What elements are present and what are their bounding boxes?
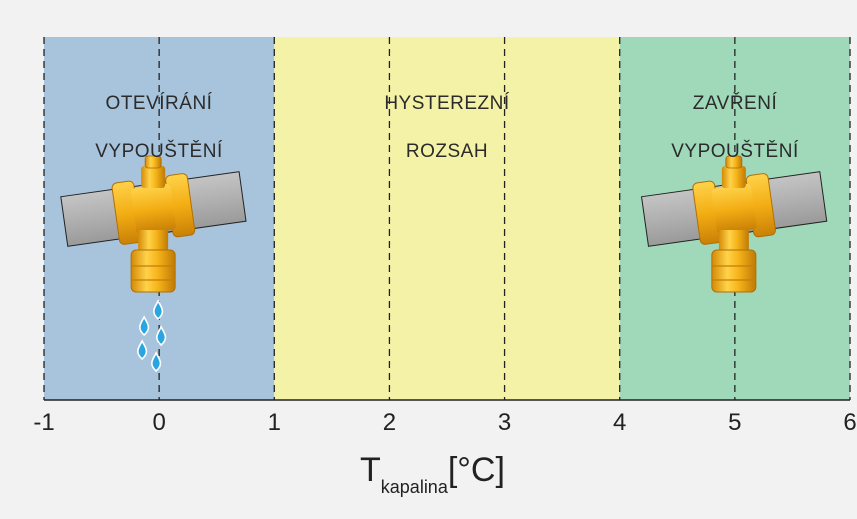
zone-label-hysteresis-line2: ROZSAH [405, 141, 489, 162]
valve-outlet-shape [130, 249, 176, 293]
valve-cap-shape [725, 155, 743, 169]
tick-label: 5 [728, 409, 742, 436]
water-droplets-icon [137, 299, 167, 373]
x-axis-title-subscript: kapalina [380, 477, 448, 497]
valve-body-shape [130, 183, 176, 235]
tick-label: 3 [497, 409, 512, 436]
zone-label-closing-line2: VYPOUŠTĚNÍ [671, 141, 799, 162]
valve-cap-shape [144, 155, 162, 169]
water-drop-shape [151, 351, 162, 373]
zone-label-closing-line1: ZAVŘENÍ [692, 93, 778, 114]
zone-label-hysteresis-line1: HYSTEREZNÍ [384, 93, 510, 114]
valve-stem-shape [721, 166, 746, 188]
zone-label-opening-line1: OTEVÍRÁNÍ [105, 93, 213, 114]
water-drop-shape [156, 325, 167, 347]
valve-neck-shape [718, 230, 749, 252]
valve-body-shape [711, 183, 757, 235]
valve-closed-icon [640, 155, 828, 293]
water-drop-shape [137, 339, 148, 361]
tick-label: 2 [382, 409, 397, 436]
zone-label-closing: ZAVŘENÍ VYPOUŠTĚNÍ [620, 68, 850, 188]
tick-label: 6 [843, 409, 857, 436]
zone-label-opening: OTEVÍRÁNÍ VYPOUŠTĚNÍ [44, 68, 274, 188]
valve-stem-shape [141, 166, 166, 188]
x-axis-title-symbol: T [360, 451, 381, 489]
tick-label: 4 [613, 409, 627, 436]
valve-neck-shape [138, 230, 169, 252]
tick-label: 1 [267, 409, 281, 436]
tick-label: 0 [152, 409, 166, 436]
valve-open-dripping-icon [60, 155, 247, 293]
tick-label: -1 [33, 409, 55, 436]
x-axis-title-unit: [°C] [447, 451, 505, 489]
water-drop-shape [139, 315, 150, 337]
zone-label-opening-line2: VYPOUŠTĚNÍ [95, 141, 223, 162]
water-drop-shape [153, 299, 164, 321]
zone-label-hysteresis: HYSTEREZNÍ ROZSAH [274, 68, 620, 188]
x-axis-title: Tkapalina[°C] [360, 451, 530, 498]
valve-outlet-shape [711, 249, 757, 293]
zone-band-1 [274, 37, 620, 400]
